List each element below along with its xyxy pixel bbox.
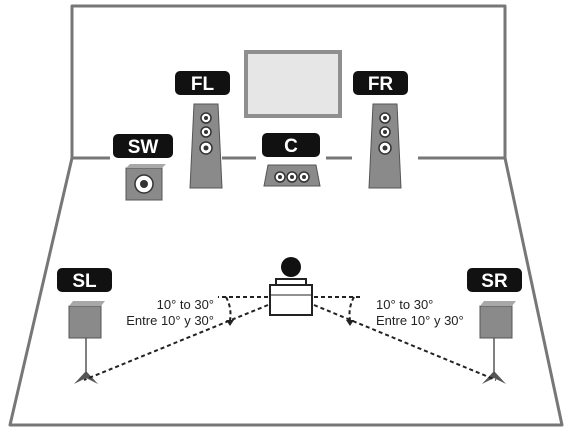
left-angle-arc <box>225 296 232 321</box>
center-speaker <box>263 164 321 187</box>
right-angle-arc <box>348 296 355 321</box>
angle-arrowheads <box>226 320 354 326</box>
front-left-speaker <box>189 103 223 189</box>
subwoofer <box>125 164 166 201</box>
room-outline <box>8 4 564 427</box>
left-angle-text-en: 10° to 30° <box>157 297 214 312</box>
left-speaker-line <box>83 304 269 381</box>
back-wall <box>70 4 507 158</box>
right-speaker-line <box>313 304 497 381</box>
right-angle-text-es: Entre 10° y 30° <box>376 313 464 328</box>
surround-right-speaker <box>479 301 516 384</box>
label-fl: FL <box>191 74 215 95</box>
label-fr: FR <box>368 74 394 95</box>
listener <box>269 257 313 316</box>
badge-c: C <box>262 133 320 157</box>
left-angle-text-es: Entre 10° y 30° <box>126 313 214 328</box>
badge-sw: SW <box>113 134 173 158</box>
front-right-speaker <box>368 103 402 189</box>
badge-sr: SR <box>467 268 522 292</box>
label-sw: SW <box>128 137 159 158</box>
floor-outline <box>8 157 564 427</box>
listener-chair <box>269 284 313 316</box>
angle-guides <box>83 296 497 381</box>
badge-fr: FR <box>353 71 408 95</box>
badge-sl: SL <box>57 268 112 292</box>
surround-left-speaker <box>68 301 105 384</box>
tv-screen <box>244 50 342 118</box>
label-sl: SL <box>72 271 97 292</box>
label-c: C <box>284 136 298 157</box>
listener-head <box>281 257 301 277</box>
label-sr: SR <box>481 271 508 292</box>
badge-fl: FL <box>175 71 230 95</box>
right-angle-text-en: 10° to 30° <box>376 297 433 312</box>
